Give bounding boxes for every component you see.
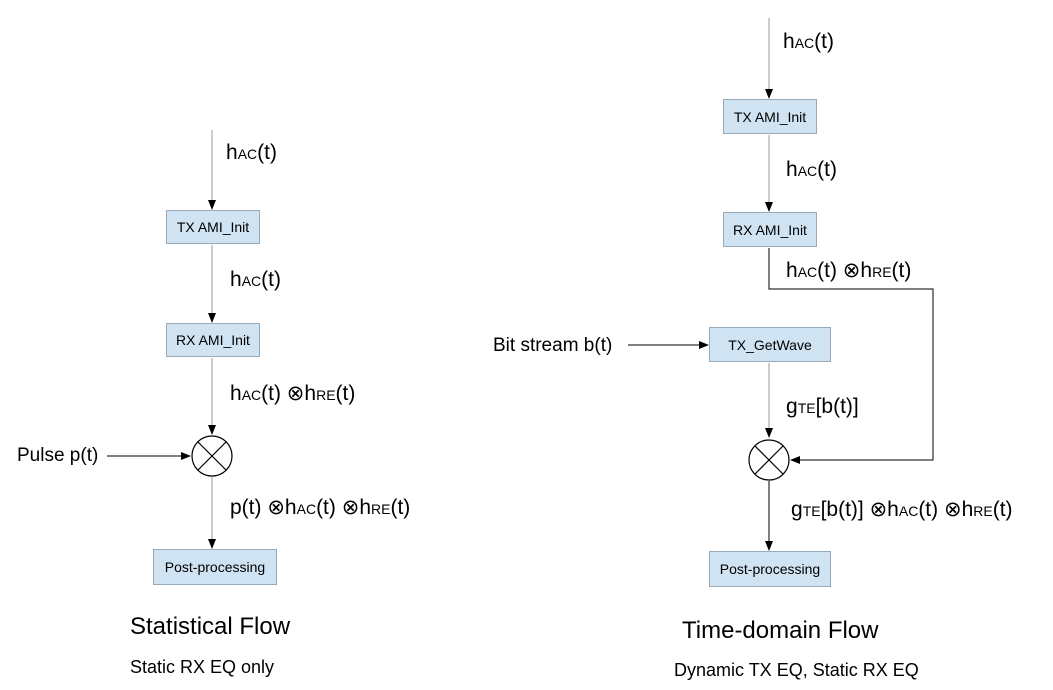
right-mult-output-label: gTE[b(t)] ⊗hAC(t) ⊗hRE(t) bbox=[791, 498, 1013, 521]
right-tx-getwave-box: TX_GetWave bbox=[709, 327, 831, 362]
right-getwave-output-label: gTE[b(t)] bbox=[786, 395, 859, 418]
right-feedback-line bbox=[768, 248, 934, 464]
left-post-processing-box: Post-processing bbox=[153, 549, 277, 585]
left-rx-output-label: hAC(t) ⊗hRE(t) bbox=[230, 382, 356, 405]
left-flow-title: Statistical Flow bbox=[130, 613, 291, 640]
left-tx-ami-init-box: TX AMI_Init bbox=[166, 210, 260, 244]
left-tx-output-label: hAC(t) bbox=[230, 268, 281, 291]
right-post-processing-box: Post-processing bbox=[709, 551, 831, 587]
left-flow-subtitle: Static RX EQ only bbox=[130, 657, 275, 677]
left-mult-output-label: p(t) ⊗hAC(t) ⊗hRE(t) bbox=[230, 496, 411, 519]
right-rx-ami-init-box: RX AMI_Init bbox=[723, 212, 817, 247]
left-pulse-label: Pulse p(t) bbox=[17, 445, 99, 466]
right-flow-title: Time-domain Flow bbox=[682, 617, 879, 644]
right-tx-output-label: hAC(t) bbox=[786, 158, 837, 181]
right-rx-output-label: hAC(t) ⊗hRE(t) bbox=[786, 259, 912, 282]
right-tx-ami-init-box: TX AMI_Init bbox=[723, 99, 817, 134]
right-input-signal-label: hAC(t) bbox=[783, 30, 834, 53]
right-bitstream-label: Bit stream b(t) bbox=[493, 335, 613, 356]
right-flow-subtitle: Dynamic TX EQ, Static RX EQ bbox=[674, 660, 919, 680]
left-rx-ami-init-box: RX AMI_Init bbox=[166, 323, 260, 357]
left-input-signal-label: hAC(t) bbox=[226, 141, 277, 164]
